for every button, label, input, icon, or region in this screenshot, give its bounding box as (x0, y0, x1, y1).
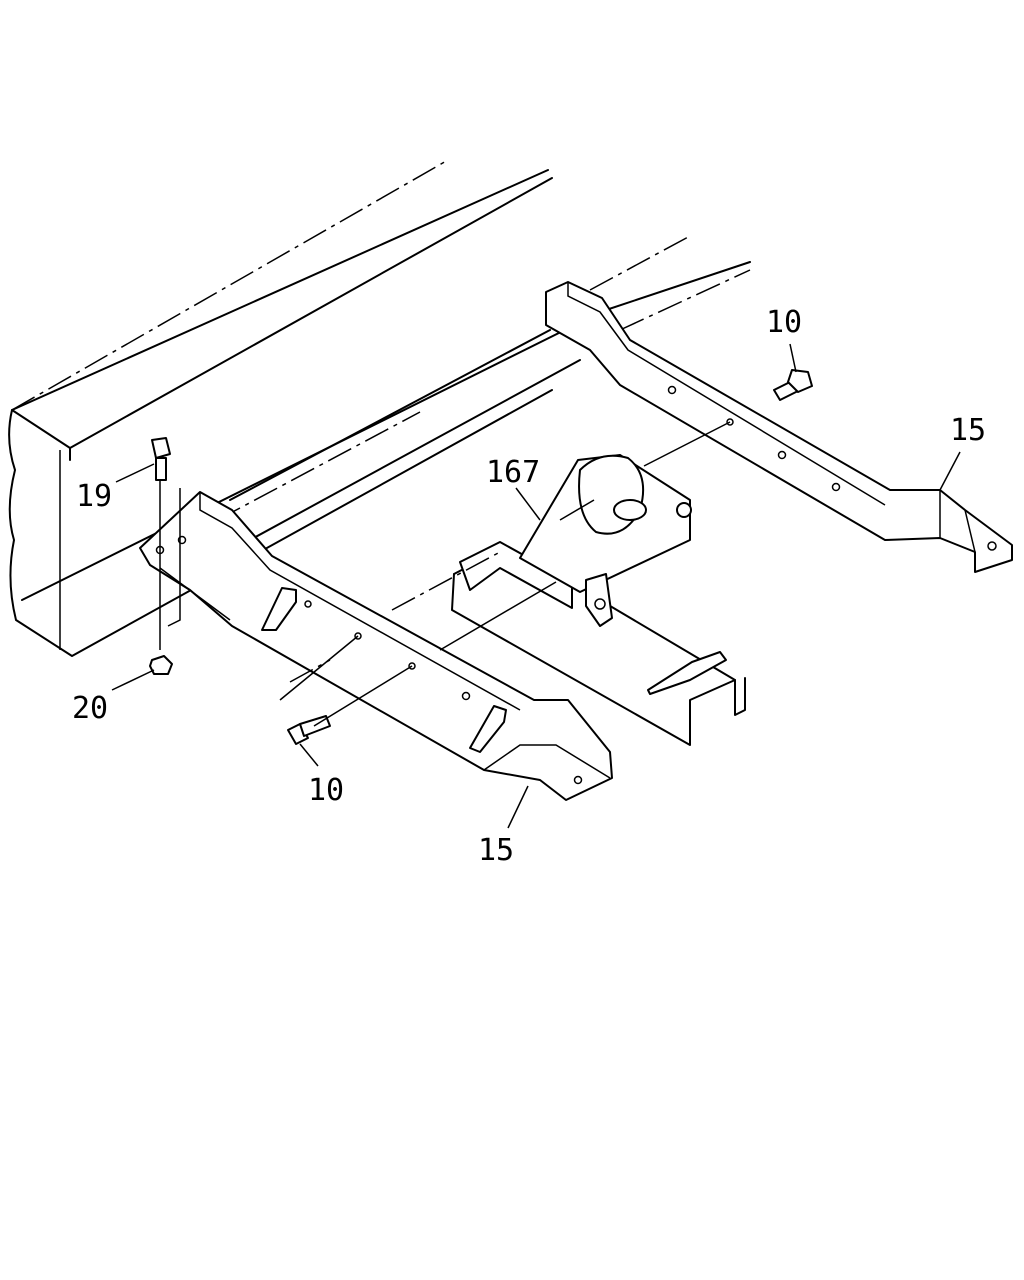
bolt-hole (354, 632, 362, 640)
bolt-hole (408, 662, 416, 670)
cross-member (229, 235, 751, 541)
bolt-right-10 (773, 369, 813, 401)
callout-bracket-left: 15 (478, 833, 514, 868)
callout-bolt-left: 10 (308, 773, 344, 808)
bolt-hole (573, 775, 583, 785)
u-channel-support (451, 549, 746, 746)
bracket-right (545, 281, 1013, 573)
callout-bracket-right: 15 (950, 413, 986, 448)
bolt-hole (987, 541, 997, 551)
leader-lines (111, 343, 961, 829)
bolt-hole (304, 600, 312, 608)
bracket-left (139, 491, 613, 801)
bracket-bolt (676, 502, 692, 518)
assembly-lines (167, 421, 731, 727)
pulley-hub (613, 499, 647, 521)
bolt-hole (177, 535, 187, 545)
callout-bracket-assembly: 167 (486, 455, 540, 490)
bolt-hole (777, 450, 787, 460)
bolt-hole (461, 691, 471, 701)
callout-bolt-vertical: 19 (76, 479, 112, 514)
hook (585, 573, 613, 627)
bolt-hole (667, 385, 677, 395)
nut-20 (149, 655, 173, 675)
gusset-right (469, 705, 507, 753)
bolt-vertical-19 (151, 437, 171, 650)
callout-bolt-right: 10 (766, 305, 802, 340)
callout-nut: 20 (72, 691, 108, 726)
curved-lip (647, 651, 727, 695)
bolt-hole (726, 418, 734, 426)
bolt-hole (831, 482, 841, 492)
gusset-left (261, 587, 297, 631)
